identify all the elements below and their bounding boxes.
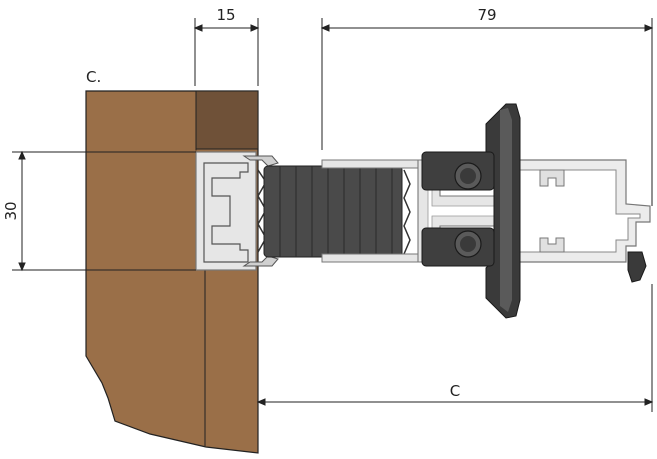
gasket-block — [257, 165, 411, 258]
gasket-ribs — [279, 166, 393, 257]
wood-frame-dark-top — [195, 90, 259, 150]
dimension-label-15: 15 — [216, 6, 235, 24]
wall-label: C. — [86, 68, 101, 86]
wall-frame — [85, 90, 259, 454]
gasket-spring-right — [403, 169, 411, 255]
bearing-roller-top-inner — [460, 168, 476, 184]
dimension-label-79: 79 — [477, 6, 496, 24]
end-seal-plug — [627, 251, 647, 283]
channel-outer — [195, 151, 257, 271]
profile-clip-top — [539, 169, 565, 187]
profile-right-box-inner — [503, 169, 641, 253]
dimension-label-30: 30 — [2, 201, 20, 220]
gasket-body — [263, 165, 403, 258]
dimension-lines — [12, 18, 654, 412]
bearing-roller-bottom-inner — [460, 236, 476, 252]
profile-clip-bottom — [539, 237, 565, 253]
dimension-label-c: C — [450, 382, 460, 400]
channel-inner-profile — [203, 162, 249, 263]
seal-assembly — [421, 103, 647, 319]
seal-highlight — [500, 108, 512, 312]
